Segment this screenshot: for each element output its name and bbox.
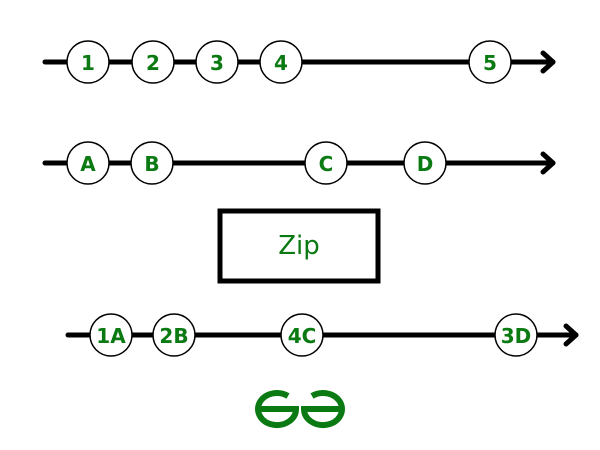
marble: 1 xyxy=(66,40,110,84)
marble-label: 4 xyxy=(274,51,288,75)
marble-circle xyxy=(403,141,447,185)
marble-label: 3 xyxy=(210,51,224,75)
marble: 3 xyxy=(195,40,239,84)
marble-circle xyxy=(280,313,324,357)
marble: 4C xyxy=(280,313,324,357)
arrow-head-icon xyxy=(540,151,556,175)
stream-letters: A B C D xyxy=(42,141,556,185)
operator-label: Zip xyxy=(278,231,320,261)
marble-circle xyxy=(131,40,175,84)
arrow-head-icon xyxy=(540,50,556,74)
marble: 2 xyxy=(131,40,175,84)
marble: 2B xyxy=(152,313,196,357)
marble-label: 1 xyxy=(81,51,95,75)
marble-label: A xyxy=(80,152,96,176)
marble-circle xyxy=(259,40,303,84)
arrow-head-icon xyxy=(563,323,579,347)
stream-zipped: 1A 2B 4C 3D xyxy=(65,313,579,357)
marble-circle xyxy=(195,40,239,84)
marble-circle xyxy=(89,313,133,357)
marble-circle xyxy=(304,141,348,185)
marble-label: 4C xyxy=(288,324,317,348)
marble: A xyxy=(66,141,110,185)
marble-label: 5 xyxy=(483,51,497,75)
marble-circle xyxy=(152,313,196,357)
marble-label: 3D xyxy=(501,324,532,348)
marble-circle xyxy=(494,313,538,357)
marble: D xyxy=(403,141,447,185)
marble: C xyxy=(304,141,348,185)
marble: B xyxy=(130,141,174,185)
marble: 1A xyxy=(89,313,133,357)
marble: 4 xyxy=(259,40,303,84)
marble-label: C xyxy=(319,152,334,176)
marble-label: D xyxy=(417,152,434,176)
marble-label: 2 xyxy=(146,51,160,75)
gfg-logo-icon xyxy=(255,390,345,429)
marble-label: 2B xyxy=(159,324,188,348)
marble-circle xyxy=(468,40,512,84)
zip-operator-box: Zip xyxy=(217,208,381,284)
stream-numbers: 1 2 3 4 5 xyxy=(42,40,556,84)
marble-label: B xyxy=(144,152,159,176)
operator-box-border xyxy=(217,208,381,284)
marble-circle xyxy=(66,141,110,185)
marble: 5 xyxy=(468,40,512,84)
marble-circle xyxy=(130,141,174,185)
marble: 3D xyxy=(494,313,538,357)
marble-circle xyxy=(66,40,110,84)
marble-label: 1A xyxy=(96,324,126,348)
